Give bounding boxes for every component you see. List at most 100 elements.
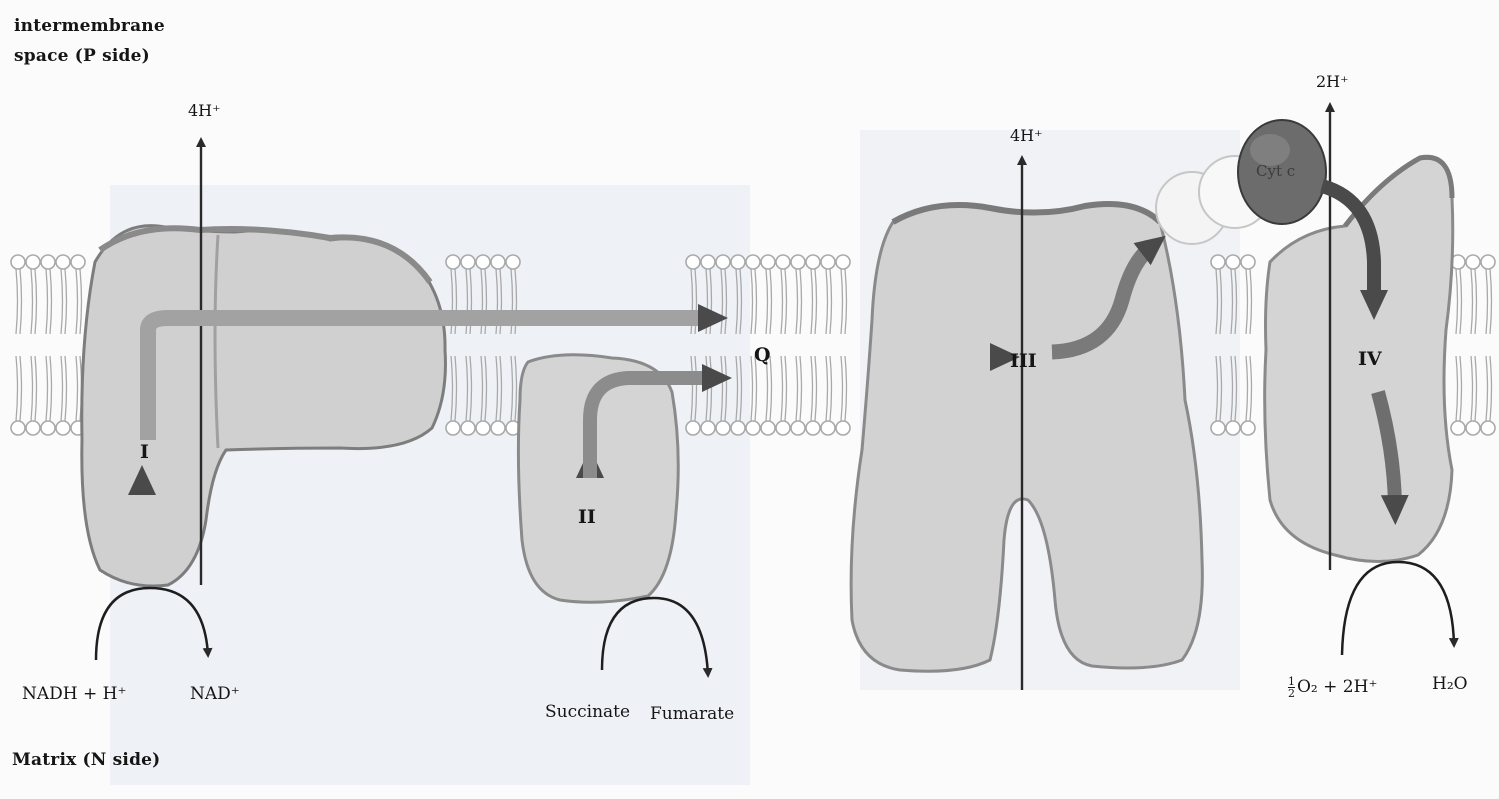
lipid-tail bbox=[1460, 356, 1462, 421]
lipid-tail bbox=[20, 269, 22, 334]
lipid-head bbox=[761, 421, 775, 435]
lipid-head bbox=[716, 421, 730, 435]
lipid-tail bbox=[800, 269, 802, 334]
complex-iv-label: IV bbox=[1358, 350, 1382, 369]
lipid-head bbox=[491, 255, 505, 269]
complex-iii-label: III bbox=[1010, 352, 1037, 371]
lipid-tail bbox=[1471, 356, 1473, 421]
lipid-tail bbox=[76, 269, 78, 334]
lipid-head bbox=[806, 255, 820, 269]
lipid-head bbox=[821, 421, 835, 435]
lipid-tail bbox=[1486, 356, 1488, 421]
lipid-head bbox=[71, 255, 85, 269]
cytochrome-c-label: Cyt c bbox=[1256, 164, 1295, 179]
lipid-tail bbox=[31, 269, 33, 334]
lipid-tail bbox=[65, 269, 67, 334]
lipid-tail bbox=[50, 356, 52, 421]
lipid-tail bbox=[35, 269, 37, 334]
lipid-tail bbox=[751, 356, 753, 421]
lipid-tail bbox=[785, 356, 787, 421]
lipid-head bbox=[1481, 421, 1495, 435]
lipid-tail bbox=[751, 269, 753, 334]
lipid-head bbox=[776, 255, 790, 269]
matrix-label: Matrix (N side) bbox=[12, 752, 160, 769]
lipid-tail bbox=[1475, 356, 1477, 421]
lipid-tail bbox=[16, 356, 18, 421]
lipid-head bbox=[41, 255, 55, 269]
intermembrane-label: intermembrane bbox=[14, 18, 165, 35]
lipid-tail bbox=[755, 269, 757, 334]
ubiquinone-q-label: Q bbox=[754, 346, 771, 365]
lipid-head bbox=[26, 421, 40, 435]
lipid-head bbox=[761, 255, 775, 269]
oxygen-label: 12O₂ + 2H⁺ bbox=[1288, 676, 1377, 699]
lipid-head bbox=[446, 421, 460, 435]
lipid-tail bbox=[815, 356, 817, 421]
lipid-tail bbox=[841, 269, 843, 334]
lipid-tail bbox=[811, 356, 813, 421]
lipid-tail bbox=[796, 269, 798, 334]
lipid-head bbox=[746, 421, 760, 435]
lipid-tail bbox=[61, 356, 63, 421]
lipid-head bbox=[836, 255, 850, 269]
lipid-head bbox=[746, 255, 760, 269]
complex-ii-label: II bbox=[578, 508, 596, 527]
lipid-tail bbox=[796, 356, 798, 421]
lipid-head bbox=[1451, 421, 1465, 435]
lipid-head bbox=[716, 255, 730, 269]
lipid-head bbox=[791, 255, 805, 269]
lipid-head bbox=[461, 421, 475, 435]
lipid-tail bbox=[1456, 356, 1458, 421]
lipid-tail bbox=[781, 269, 783, 334]
lipid-head bbox=[836, 421, 850, 435]
lipid-head bbox=[476, 421, 490, 435]
lipid-head bbox=[731, 421, 745, 435]
lipid-head bbox=[56, 255, 70, 269]
lipid-head bbox=[461, 255, 475, 269]
lipid-tail bbox=[845, 269, 847, 334]
fumarate-label: Fumarate bbox=[650, 706, 734, 723]
lipid-head bbox=[686, 255, 700, 269]
lipid-tail bbox=[830, 269, 832, 334]
proton-label-complex-iii: 4H⁺ bbox=[1010, 128, 1043, 144]
reaction-arrow-oxygen bbox=[1342, 562, 1454, 655]
lipid-tail bbox=[1471, 269, 1473, 334]
lipid-head bbox=[791, 421, 805, 435]
lipid-tail bbox=[826, 356, 828, 421]
lipid-tail bbox=[770, 269, 772, 334]
lipid-head bbox=[446, 255, 460, 269]
lipid-tail bbox=[766, 269, 768, 334]
lipid-head bbox=[1211, 421, 1225, 435]
proton-label-complex-i: 4H⁺ bbox=[188, 103, 221, 119]
nad-label: NAD⁺ bbox=[190, 686, 240, 703]
lipid-tail bbox=[830, 356, 832, 421]
lipid-head bbox=[806, 421, 820, 435]
lipid-head bbox=[11, 421, 25, 435]
lipid-tail bbox=[1460, 269, 1462, 334]
lipid-head bbox=[476, 255, 490, 269]
proton-label-complex-iv: 2H⁺ bbox=[1316, 74, 1349, 90]
complex-i-label: I bbox=[140, 443, 149, 462]
lipid-head bbox=[41, 421, 55, 435]
lipid-tail bbox=[800, 356, 802, 421]
lipid-tail bbox=[781, 356, 783, 421]
lipid-head bbox=[56, 421, 70, 435]
nadh-label: NADH + H⁺ bbox=[22, 686, 126, 703]
lipid-tail bbox=[31, 356, 33, 421]
lipid-tail bbox=[1250, 356, 1252, 421]
lipid-head bbox=[506, 255, 520, 269]
lipid-head bbox=[26, 255, 40, 269]
lipid-tail bbox=[845, 356, 847, 421]
lipid-tail bbox=[785, 269, 787, 334]
lipid-head bbox=[701, 421, 715, 435]
lipid-head bbox=[821, 255, 835, 269]
water-label: H₂O bbox=[1432, 676, 1468, 693]
lipid-head bbox=[701, 255, 715, 269]
lipid-tail bbox=[1475, 269, 1477, 334]
lipid-tail bbox=[61, 269, 63, 334]
lipid-tail bbox=[35, 356, 37, 421]
lipid-tail bbox=[811, 269, 813, 334]
